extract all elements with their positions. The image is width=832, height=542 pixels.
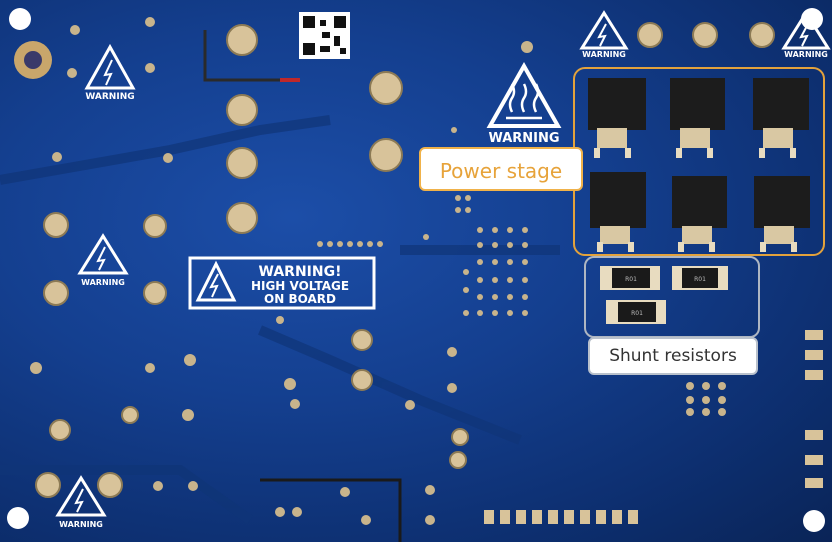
hot-surface-warning-icon: WARNING (486, 61, 562, 146)
copper-traces (0, 115, 560, 525)
power-stage-label: Power stage (419, 147, 583, 191)
pin-header (317, 195, 471, 247)
mosfet-q4 (590, 172, 646, 252)
shunt-r1-marking: R01 (625, 276, 637, 283)
solder-pads (35, 22, 775, 498)
warning-label-1: WARNING (85, 92, 134, 102)
warning-icon-2: WARNING (579, 10, 629, 59)
shunt-resistors-highlight-box (584, 256, 760, 338)
shunt-resistors-label: Shunt resistors (588, 337, 758, 375)
mosfet-q6 (754, 176, 810, 252)
warning-label-4: WARNING (81, 278, 125, 287)
mosfet-q5 (672, 176, 727, 252)
via-grid (463, 227, 726, 416)
black-wire-bottom (260, 478, 402, 542)
high-voltage-warning: WARNING! HIGH VOLTAGE ON BOARD (188, 256, 376, 310)
shunt-r3-marking: R01 (631, 310, 643, 317)
vias (30, 17, 533, 525)
hv-warning-line2: HIGH VOLTAGE (251, 279, 349, 293)
hv-warning-line3: ON BOARD (264, 292, 336, 306)
warning-icon-4: WARNING (77, 233, 129, 287)
power-stage-highlight-box (573, 67, 825, 256)
mosfet-q1 (588, 78, 646, 158)
qr-code (299, 12, 350, 59)
warning-label-2: WARNING (582, 50, 626, 59)
mosfet-q3 (753, 78, 809, 158)
pad-hole (24, 51, 42, 69)
connector-pins (484, 330, 823, 524)
warning-label-5: WARNING (59, 520, 103, 529)
warning-icon-1: WARNING (84, 43, 136, 102)
shunt-r2-marking: R01 (694, 276, 706, 283)
warning-label-3: WARNING (784, 50, 828, 59)
mosfets (588, 78, 810, 252)
mounting-holes (7, 8, 825, 532)
mosfet-q2 (670, 78, 725, 158)
shunt-resistors: R01 R01 R01 (600, 266, 728, 324)
hv-warning-line1: WARNING! (259, 264, 342, 280)
hot-surface-warning-label: WARNING (488, 131, 559, 146)
warning-icon-5: WARNING (55, 475, 107, 529)
warning-icon-3: WARNING (781, 10, 831, 59)
warning-symbols: WARNING WARNING WARNING WARNING WARNING (55, 10, 831, 529)
black-wire (203, 30, 300, 82)
